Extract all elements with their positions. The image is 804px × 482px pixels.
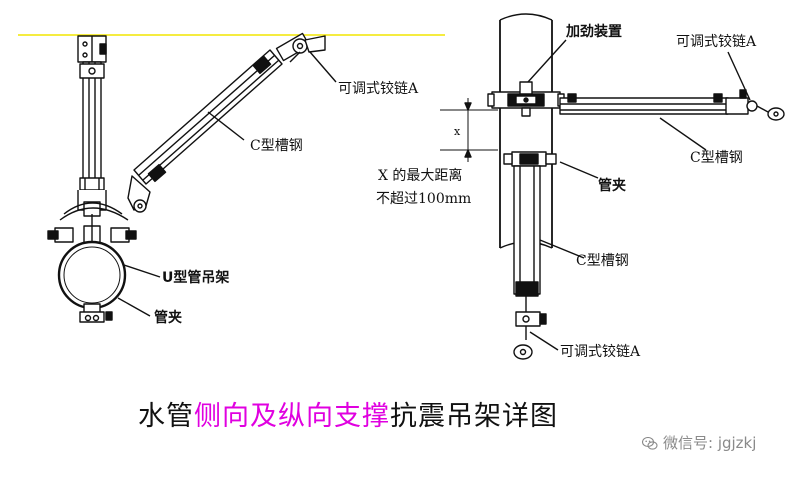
right-channel-horizontal-label: C型槽钢: [690, 150, 743, 166]
right-clamp-label: 管夹: [598, 177, 626, 194]
watermark-text: 微信号: jgjzkj: [663, 434, 757, 452]
right-longitudinal-brace-detail: [440, 13, 785, 360]
left-bottom-clamp: [79, 303, 113, 323]
right-horizontal-channel: [559, 93, 729, 115]
caption-part1: 水管: [138, 401, 194, 432]
left-u-hanger-label: U型管吊架: [162, 269, 229, 286]
wechat-icon: [642, 437, 658, 450]
right-dimension-x: [440, 98, 498, 162]
caption-part2: 侧向及纵向支撑: [194, 401, 390, 432]
right-hinge-top-label: 可调式铰链A: [676, 34, 757, 50]
watermark: 微信号: jgjzkj: [642, 432, 756, 453]
left-clamp-label: 管夹: [154, 309, 182, 326]
right-upper-clamp: [487, 81, 565, 117]
caption-part3: 抗震吊架详图: [390, 401, 558, 432]
right-leader-lines: [527, 39, 751, 351]
drawing-labels: 可调式铰链A C型槽钢 U型管吊架 管夹 加劲装置 可调式铰链A C型槽钢 x …: [154, 23, 757, 360]
left-pipe: [57, 240, 127, 310]
left-leader-lines: [117, 51, 337, 317]
right-channel-vertical-label: C型槽钢: [576, 253, 629, 269]
right-hinge-bottom-label: 可调式铰链A: [560, 344, 641, 360]
right-bottom-adjustable-hinge: [513, 296, 547, 360]
right-top-adjustable-hinge: [725, 89, 785, 121]
left-top-anchor: [77, 35, 107, 63]
right-lower-clamp: [503, 151, 557, 167]
left-vertical-rod: [79, 61, 105, 191]
left-lower-brace-connection: [127, 175, 151, 213]
right-stiffener-label: 加劲装置: [565, 23, 622, 40]
left-diagonal-channel: [133, 49, 283, 185]
left-hinge-label: 可调式铰链A: [338, 81, 419, 97]
left-lateral-brace-detail: [18, 32, 445, 323]
right-vertical-channel: [513, 165, 541, 297]
dimension-x-label: x: [454, 125, 461, 138]
figure-caption: 水管侧向及纵向支撑抗震吊架详图: [138, 394, 558, 433]
right-distance-label-line1: X 的最大距离: [378, 167, 462, 184]
left-u-hanger: [47, 190, 137, 250]
right-distance-label-line2: 不超过100mm: [376, 191, 471, 207]
left-channel-label: C型槽钢: [250, 138, 303, 154]
left-adjustable-hinge: [275, 32, 326, 63]
